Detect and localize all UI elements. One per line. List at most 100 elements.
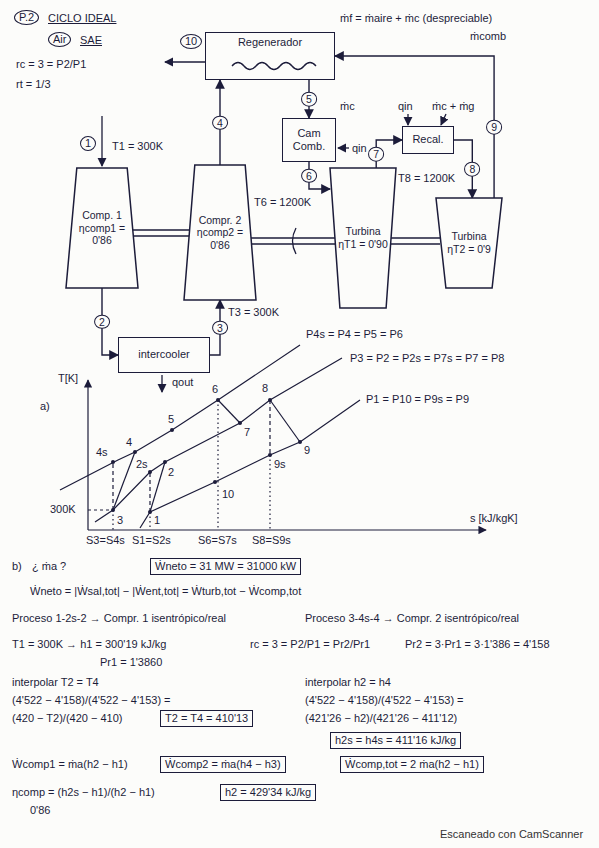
state-points (163, 460, 167, 464)
shape-outline (436, 198, 502, 288)
note-text: interpolar h2 = h4 (305, 676, 391, 689)
node-label: intercooler (138, 348, 189, 361)
node-text-group: Cam Comb. (283, 119, 335, 161)
equation: T1 = 300K → h1 = 300'19 kJ/kg (12, 638, 166, 651)
regenerator-box: Regenerador (205, 32, 335, 80)
process-line (150, 462, 165, 512)
state-points (111, 460, 115, 464)
inlet-arrow (101, 116, 102, 166)
state-points (238, 421, 242, 425)
guide-line (269, 455, 270, 530)
heat-arrow (407, 114, 408, 125)
result-box: T2 = T4 = 410'13 (160, 710, 253, 727)
result-box: Ẇneto = 31 MW = 31000 kW (150, 558, 301, 575)
point-label: 2s (136, 458, 148, 471)
page-title: CICLO IDEAL (48, 12, 116, 25)
node-label: ηcomp2 = 0'86 (193, 226, 247, 251)
point-label: 1 (154, 514, 160, 527)
process-line (112, 462, 113, 510)
point-label: 9s (274, 458, 286, 471)
state-number: 8 (464, 162, 480, 177)
equation: (421'26 − h2)/(421'26 − 411'12) (305, 712, 457, 725)
axis-value: S3=S4s (86, 534, 125, 547)
process-line (149, 472, 150, 512)
process-line (113, 452, 135, 510)
state-points (216, 398, 220, 402)
isobar-line (60, 345, 300, 490)
state-number: 1 (80, 136, 96, 151)
state-points (148, 510, 152, 514)
state-number: 7 (368, 147, 384, 162)
node-label: Regenerador (238, 36, 302, 49)
problem-number: P.2 (14, 10, 39, 25)
isobar-line (140, 400, 360, 528)
node-label: Turbina (451, 230, 486, 243)
mass-note: ṁf = ṁaire + ṁc (despreciable) (340, 12, 492, 25)
heat-arrow (338, 147, 349, 148)
plant-sketch (102, 62, 446, 392)
note-text: interpolar T2 = T4 (12, 676, 99, 689)
node-label: Compr. 2 (199, 214, 242, 227)
point-label: 2 (168, 466, 174, 479)
state-points (268, 453, 272, 457)
point-label: 10 (222, 488, 234, 501)
compressor-symbol: Compr. 2ηcomp2 = 0'86 (184, 165, 256, 300)
equation: Ẇcomp1 = ṁa(h2 − h1) (12, 758, 128, 771)
equation: Pr2 = 3·Pr1 = 3·1'386 = 4'158 (405, 638, 550, 651)
state-points (111, 508, 115, 512)
equation: rt = 1/3 (16, 78, 51, 91)
rotation-mark (293, 228, 297, 254)
state-points (268, 398, 272, 402)
equation: 0'86 (30, 804, 50, 817)
state-number: 3 (212, 320, 228, 335)
mass-note: ṁcomb (470, 30, 506, 43)
axis-line (87, 380, 88, 530)
axis-line (88, 529, 486, 530)
node-text-group: TurbinaηT1 = 0'90 (330, 168, 396, 308)
state-points (148, 470, 152, 474)
axis-value: S6=S7s (198, 534, 237, 547)
point-label: 3 (117, 514, 123, 527)
guide-line (149, 512, 150, 530)
guide-line (88, 509, 113, 510)
node-label: ηT2 = 0'9 (447, 243, 491, 256)
node-label: Comp. 1 (82, 209, 122, 222)
heat-label: qout (172, 376, 193, 389)
axis-value: 300K (50, 503, 76, 516)
point-label: 4 (126, 436, 132, 449)
guide-line (217, 400, 218, 530)
node-label: ηT1 = 0'90 (338, 238, 388, 251)
fluid-tag: Air (48, 32, 71, 47)
state-value: T3 = 300K (228, 306, 279, 319)
shape-outline (184, 165, 256, 300)
shaft-line (391, 237, 440, 238)
combustor-box: Cam Comb. (282, 118, 336, 162)
turbine-symbol: TurbinaηT1 = 0'90 (330, 168, 396, 308)
equation: (4'522 − 4'158)/(4'522 − 4'153) = (12, 694, 171, 707)
result-box: h2s = h4s = 411'16 kJ/kg (330, 732, 461, 749)
result-box: h2 = 429'34 kJ/kg (220, 784, 316, 801)
node-text-group: Regenerador (206, 33, 334, 79)
state-number: 2 (94, 314, 110, 329)
point-label: 6 (212, 383, 218, 396)
reheater-box: Recal. (402, 126, 454, 154)
exhaust-arrow (165, 61, 205, 62)
state-points (213, 480, 217, 484)
heat-label: qin (352, 142, 367, 155)
axis-title: T[K] (58, 372, 78, 385)
part-label: a) (40, 400, 50, 413)
state-points (298, 440, 302, 444)
guide-line (112, 510, 113, 530)
question-text: ¿ ṁa ? (32, 560, 66, 573)
isobar-label: P3 = P2 = P2s = P7s = P7 = P8 (350, 352, 504, 365)
shape-outline (330, 168, 396, 308)
equation: rc = 3 = P2/P1 = Pr2/Pr1 (250, 638, 370, 651)
intercooler-box: intercooler (118, 337, 210, 373)
part-label: b) (12, 560, 22, 573)
state-number: 9 (486, 120, 502, 135)
process-line (269, 400, 270, 455)
heat-arrow (161, 375, 162, 392)
state-points (170, 428, 174, 432)
point-label: 9 (304, 444, 310, 457)
